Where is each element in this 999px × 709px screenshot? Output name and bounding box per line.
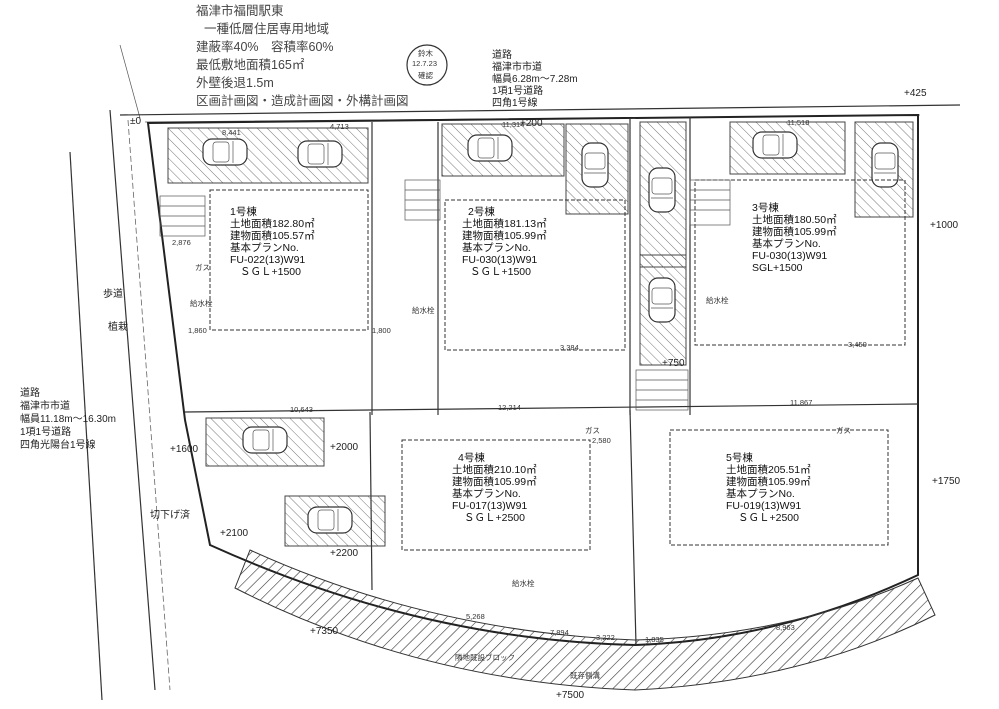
- dim-16: 5,268: [466, 612, 485, 621]
- building-footprints: [209, 179, 906, 551]
- lot-5-code: FU-019(13)W91: [726, 500, 802, 512]
- north-road-line-4: 1項1号道路: [492, 86, 544, 97]
- lot-2-code: FU-030(13)W91: [462, 254, 538, 266]
- level-plus1750: +1750: [932, 476, 961, 487]
- water-label-3: 給水栓: [706, 296, 729, 305]
- lot-2-name: 2号棟: [468, 206, 495, 218]
- lot-5-building: 建物面積105.99㎡: [726, 476, 811, 488]
- dim-13: 3,222: [596, 633, 615, 642]
- dim-10: 2,876: [172, 238, 191, 247]
- west-road-line-2: 福津市市道: [20, 401, 70, 412]
- lot-2-sgl: ＳＧＬ+1500: [470, 266, 531, 278]
- lot-2-land: 土地面積181.13㎡: [462, 218, 547, 230]
- dim-5: 10,643: [290, 405, 313, 414]
- dim-15: 7,894: [550, 628, 569, 637]
- lot-1-sgl: ＳＧＬ+1500: [240, 266, 301, 278]
- lot-1-plan: 基本プランNo.: [230, 242, 299, 254]
- west-road-line-3: 幅員11.18m～16.30m: [20, 414, 116, 425]
- lot-3-plan: 基本プランNo.: [752, 238, 821, 250]
- lot-4-sgl: ＳＧＬ+2500: [464, 512, 525, 524]
- header-line-5: 外壁後退1.5m: [196, 76, 274, 90]
- header-line-1: 福津市福間駅東: [196, 4, 284, 18]
- level-plus1600: +1600: [170, 444, 199, 455]
- level-plus200: +200: [520, 118, 543, 129]
- lot-5-plan: 基本プランNo.: [726, 488, 795, 500]
- level-plus7500: +7500: [556, 690, 585, 701]
- gas-label-3: ガス: [836, 426, 851, 435]
- dim-12: 8,963: [776, 623, 795, 632]
- header-line-2: 一種低層住居専用地域: [204, 22, 330, 36]
- water-label-2: 給水栓: [412, 306, 435, 315]
- dim-9: 3,450: [848, 340, 867, 349]
- header-line-6: 区画計画図・造成計画図・外構計画図: [196, 94, 409, 108]
- dim-4: 11,518: [787, 118, 810, 127]
- header-line-4: 最低敷地面積165㎡: [196, 58, 305, 72]
- stamp-bottom: 確認: [418, 71, 433, 80]
- dim-14: 1,835: [645, 635, 664, 644]
- gas-label-1: ガス: [195, 263, 210, 272]
- dim-11: 1,860: [188, 326, 207, 335]
- lot-4-name: 4号棟: [458, 452, 485, 464]
- north-road-line-3: 幅員6.28m～7.28m: [492, 74, 578, 85]
- stairs: [159, 179, 731, 411]
- lot-4-land: 土地面積210.10㎡: [452, 464, 537, 476]
- west-road: [69, 44, 171, 701]
- retaining-wall: [234, 549, 936, 691]
- level-plus2000: +2000: [330, 442, 359, 453]
- sidewalk-label: 歩道: [103, 289, 123, 300]
- planting-label: 植栽: [108, 322, 128, 333]
- block-label: 隣地既設ブロック: [455, 653, 515, 662]
- level-plus750: +750: [662, 358, 685, 369]
- west-road-line-1: 道路: [20, 388, 40, 399]
- water-label-1: 給水栓: [190, 299, 213, 308]
- level-pm0: ±0: [130, 116, 142, 127]
- level-plus1000: +1000: [930, 220, 959, 231]
- lot-dividers: [184, 117, 919, 646]
- header-line-3: 建蔽率40% 容積率60%: [196, 40, 334, 54]
- north-road-line-5: 四角1号線: [492, 98, 538, 109]
- north-road-line-2: 福津市市道: [492, 62, 542, 73]
- gas-label-2: ガス: [585, 426, 600, 435]
- cut-slope-label: 切下げ済: [150, 510, 190, 521]
- lot-3-building: 建物面積105.99㎡: [752, 226, 837, 238]
- approval-stamp: [406, 44, 448, 86]
- lot-1-land: 土地面積182.80㎡: [230, 218, 315, 230]
- dim-18: 1,800: [372, 326, 391, 335]
- lot-5-sgl: ＳＧＬ+2500: [738, 512, 799, 524]
- water-label-4: 給水栓: [512, 579, 535, 588]
- lot-4-code: FU-017(13)W91: [452, 500, 528, 512]
- west-road-line-5: 四角光陽台1号線: [20, 440, 96, 451]
- dim-3: 11,314: [502, 120, 525, 129]
- lot-4-plan: 基本プランNo.: [452, 488, 521, 500]
- lot-5-name: 5号棟: [726, 452, 753, 464]
- lot-3-land: 土地面積180.50㎡: [752, 214, 837, 226]
- lot-3-code: FU-030(13)W91: [752, 250, 828, 262]
- lot-1-code: FU-022(13)W91: [230, 254, 306, 266]
- level-plus2200: +2200: [330, 548, 359, 559]
- lot-1-name: 1号棟: [230, 206, 257, 218]
- dim-1: 8,441: [222, 128, 241, 137]
- stamp-top: 鈴木: [418, 49, 433, 58]
- level-plus425: +425: [904, 88, 927, 99]
- dim-6: 12,214: [498, 403, 521, 412]
- level-plus2100: +2100: [220, 528, 249, 539]
- dim-17: 2,580: [592, 436, 611, 445]
- drain-label: 既存側溝: [570, 671, 600, 680]
- level-plus7350: +7350: [310, 626, 339, 637]
- lot-4-building: 建物面積105.99㎡: [452, 476, 537, 488]
- lot-1-building: 建物面積105.57㎡: [230, 230, 315, 242]
- west-road-line-4: 1項1号道路: [20, 427, 72, 438]
- lot-3-name: 3号棟: [752, 202, 779, 214]
- lot-5-land: 土地面積205.51㎡: [726, 464, 811, 476]
- north-road-line-1: 道路: [492, 50, 512, 61]
- dim-7: 11,867: [790, 398, 813, 407]
- lot-2-building: 建物面積105.99㎡: [462, 230, 547, 242]
- stamp-mid: 12.7.23: [412, 59, 438, 68]
- lot-3-sgl: SGL+1500: [752, 262, 803, 274]
- dim-2: 4,713: [330, 122, 349, 131]
- lot-2-plan: 基本プランNo.: [462, 242, 531, 254]
- dim-8: 3,384: [560, 343, 579, 352]
